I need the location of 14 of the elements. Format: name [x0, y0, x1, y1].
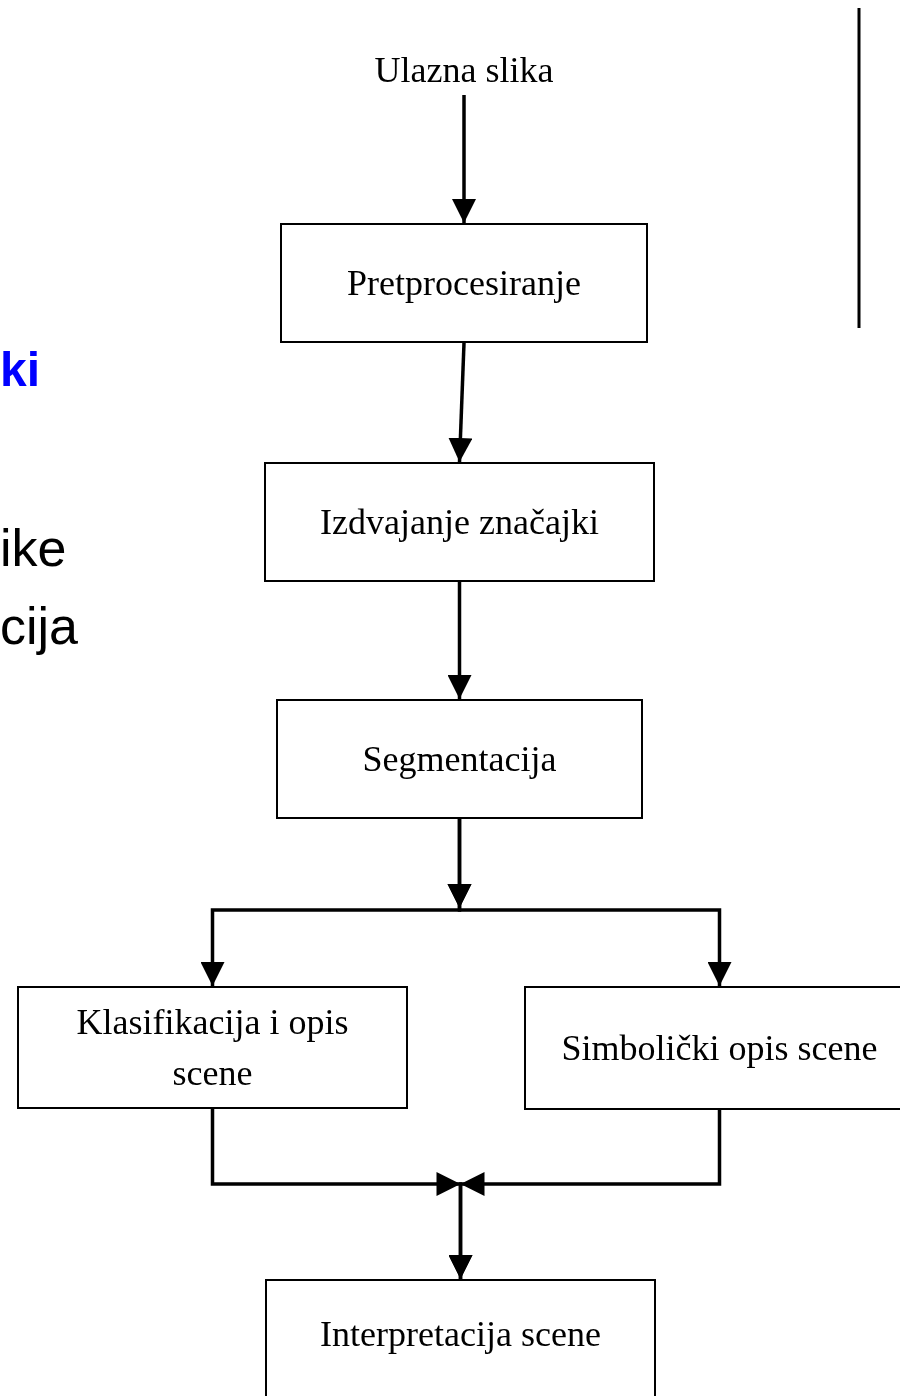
process-box: Segmentacija [276, 699, 643, 819]
arrow [448, 1110, 722, 1279]
arrow [447, 819, 732, 986]
arrow [447, 582, 472, 699]
process-box: Klasifikacija i opis scene [17, 986, 408, 1109]
process-box: Izdvajanje značajki [264, 462, 655, 582]
slide-text: ki [0, 346, 41, 394]
process-box: Pretprocesiranje [280, 223, 648, 343]
slide-text: ike [0, 522, 67, 574]
input-label: Ulazna slika [335, 45, 593, 95]
process-box: Interpretacija scene [265, 1279, 656, 1396]
process-box: Simbolički opis scene [524, 986, 900, 1110]
arrow [448, 342, 473, 463]
arrow [452, 95, 476, 223]
